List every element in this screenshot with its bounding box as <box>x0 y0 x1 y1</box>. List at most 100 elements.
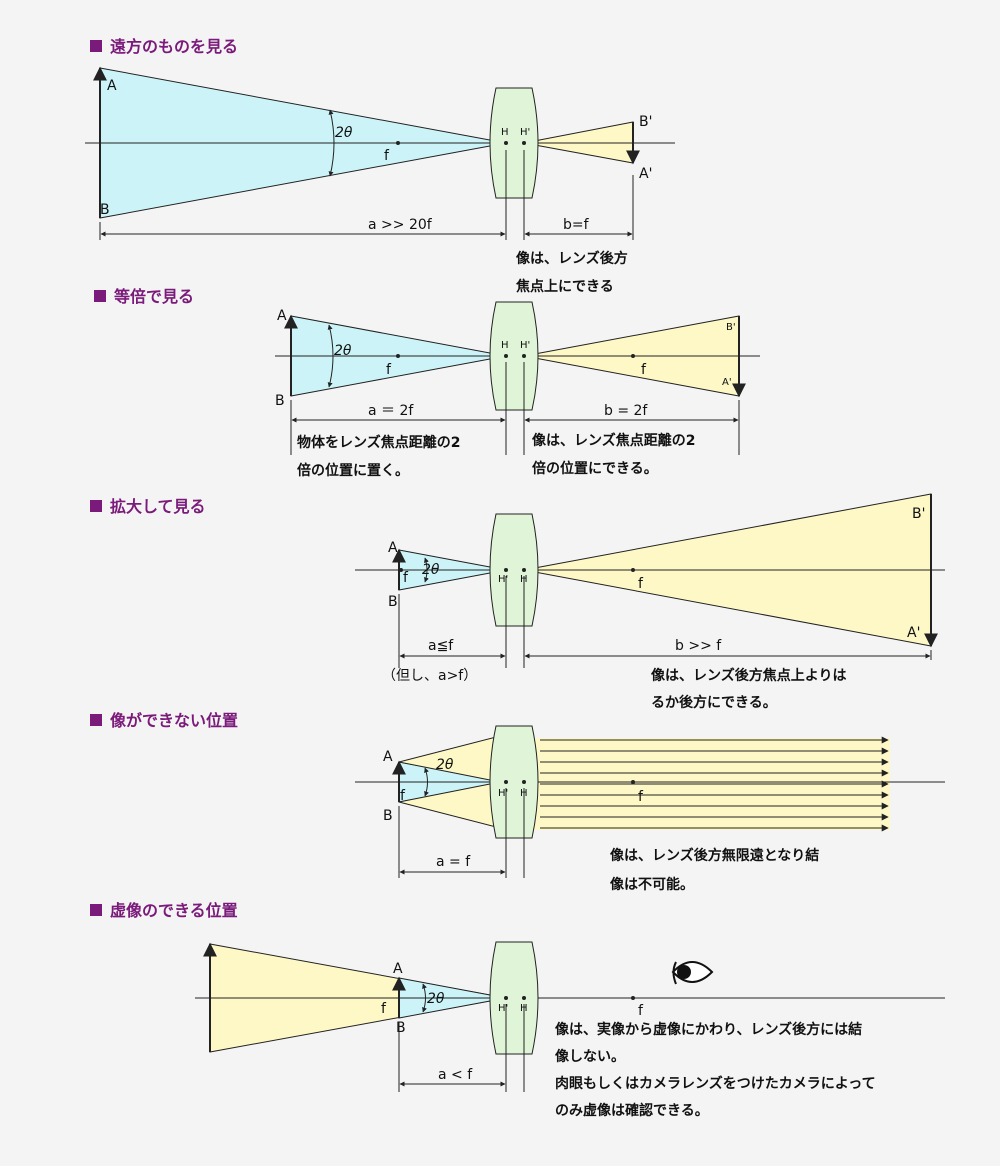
principal-point-h <box>504 141 508 145</box>
lens <box>489 87 539 199</box>
label-f: f <box>638 1003 644 1019</box>
dim-label-a: a ＝ 2f <box>368 403 414 419</box>
principal-point-h-prime <box>504 996 508 1000</box>
label-b-image: B' <box>726 322 736 333</box>
principal-point-h-prime <box>522 141 526 145</box>
label-f: f <box>403 570 409 586</box>
dim-label-b: b=f <box>563 217 590 233</box>
note-line: 焦点上にできる <box>515 278 614 295</box>
label-theta: 2θ <box>427 991 445 1007</box>
dim-label-a: a < f <box>438 1067 473 1083</box>
dim-label-b: b >> f <box>675 638 722 654</box>
principal-point-h-prime <box>522 354 526 358</box>
lens <box>489 513 539 627</box>
angle-arc <box>424 767 429 797</box>
label-h-prime: H' <box>498 574 508 585</box>
focal-point <box>399 568 403 572</box>
focal-point <box>396 141 400 145</box>
angle-arc <box>327 324 334 388</box>
note-line: 像は、レンズ焦点距離の2 <box>532 432 695 449</box>
parallel-rays <box>540 736 889 832</box>
principal-point-h-prime <box>504 568 508 572</box>
note-line: 倍の位置に置く。 <box>297 462 409 479</box>
heading-square-icon <box>90 904 102 916</box>
focal-point <box>631 996 635 1000</box>
label-b: B <box>388 594 398 610</box>
note-line: 像しない。 <box>555 1048 625 1065</box>
section-heading: 虚像のできる位置 <box>110 901 238 920</box>
dim-label-a: a = f <box>436 854 471 870</box>
section-distant-view: 遠方のものを見る A B B' A' 2θ f H H' a >> 20f b=… <box>85 37 675 295</box>
section-heading: 遠方のものを見る <box>110 37 238 56</box>
label-b: B <box>100 202 110 218</box>
principal-point-h <box>504 354 508 358</box>
heading-square-icon <box>90 40 102 52</box>
focal-point <box>631 354 635 358</box>
section-heading: 拡大して見る <box>110 497 206 516</box>
heading-square-icon <box>90 714 102 726</box>
label-b-image: B' <box>912 506 925 522</box>
note-line: 像は、レンズ後方 <box>516 250 628 267</box>
angle-arc <box>424 557 429 583</box>
note-line: 物体をレンズ焦点距離の2 <box>297 434 460 451</box>
principal-point-h-prime <box>504 780 508 784</box>
label-a-image: A' <box>639 166 652 182</box>
label-f: f <box>384 148 390 164</box>
focal-point <box>631 568 635 572</box>
section-virtual-image: 虚像のできる位置 A B 2θ f f H H' a < f 像は、実像から虚像… <box>90 901 945 1119</box>
label-f: f <box>400 788 406 804</box>
label-h-prime: H' <box>498 1003 508 1014</box>
principal-point-h <box>522 568 526 572</box>
label-f: f <box>641 362 647 378</box>
label-b: B <box>275 393 285 409</box>
note-line: 像は不可能。 <box>610 876 694 893</box>
principal-point-h <box>522 780 526 784</box>
lens <box>489 301 539 411</box>
note-line: のみ虚像は確認できる。 <box>555 1102 709 1119</box>
note-line: 像は、実像から虚像にかわり、レンズ後方には結 <box>555 1021 862 1038</box>
lens <box>489 725 539 839</box>
section-magnified-view: 拡大して見る A B B' A' 2θ f f H H' a≦f b >> f … <box>90 493 945 711</box>
label-theta: 2θ <box>335 125 353 141</box>
note-line: 像は、レンズ後方無限遠となり結 <box>610 847 819 864</box>
principal-point-h <box>522 996 526 1000</box>
label-h-prime: H' <box>520 340 530 351</box>
label-a: A <box>277 308 287 324</box>
eye-icon <box>671 961 714 985</box>
label-theta: 2θ <box>436 757 454 773</box>
label-theta: 2θ <box>422 562 440 578</box>
focal-point <box>631 780 635 784</box>
heading-square-icon <box>94 290 106 302</box>
dim-label-a: a >> 20f <box>368 217 433 233</box>
label-b: B <box>383 808 393 824</box>
label-a: A <box>393 961 403 977</box>
lens <box>489 941 539 1055</box>
label-f: f <box>638 576 644 592</box>
note-line: 像は、レンズ後方焦点上よりは <box>651 667 846 684</box>
dim-label-b: b = 2f <box>604 403 648 419</box>
label-f: f <box>381 1001 387 1017</box>
label-f: f <box>386 362 392 378</box>
heading-square-icon <box>90 500 102 512</box>
section-heading: 像ができない位置 <box>110 711 238 730</box>
section-no-image: 像ができない位置 A B 2θ f f H H' <box>90 711 945 893</box>
angle-arc <box>328 109 335 177</box>
label-f: f <box>638 789 644 805</box>
label-b-image: B' <box>639 114 652 130</box>
label-h-prime: H' <box>498 788 508 799</box>
label-h: H <box>501 340 509 351</box>
label-h: H <box>501 127 509 138</box>
label-h-prime: H' <box>520 127 530 138</box>
note-line: 倍の位置にできる。 <box>532 460 658 477</box>
note-line: るか後方にできる。 <box>651 694 777 711</box>
dim-label-a: a≦f <box>428 638 454 654</box>
label-a: A <box>383 749 393 765</box>
section-heading: 等倍で見る <box>113 287 194 306</box>
focal-point <box>396 354 400 358</box>
angle-arc <box>422 983 427 1013</box>
label-a-image: A' <box>722 377 732 388</box>
label-theta: 2θ <box>334 343 352 359</box>
label-a-image: A' <box>907 625 920 641</box>
section-unit-magnification: 等倍で見る A B B' A' 2θ f f H H' a ＝ 2f b = 2… <box>94 287 760 479</box>
